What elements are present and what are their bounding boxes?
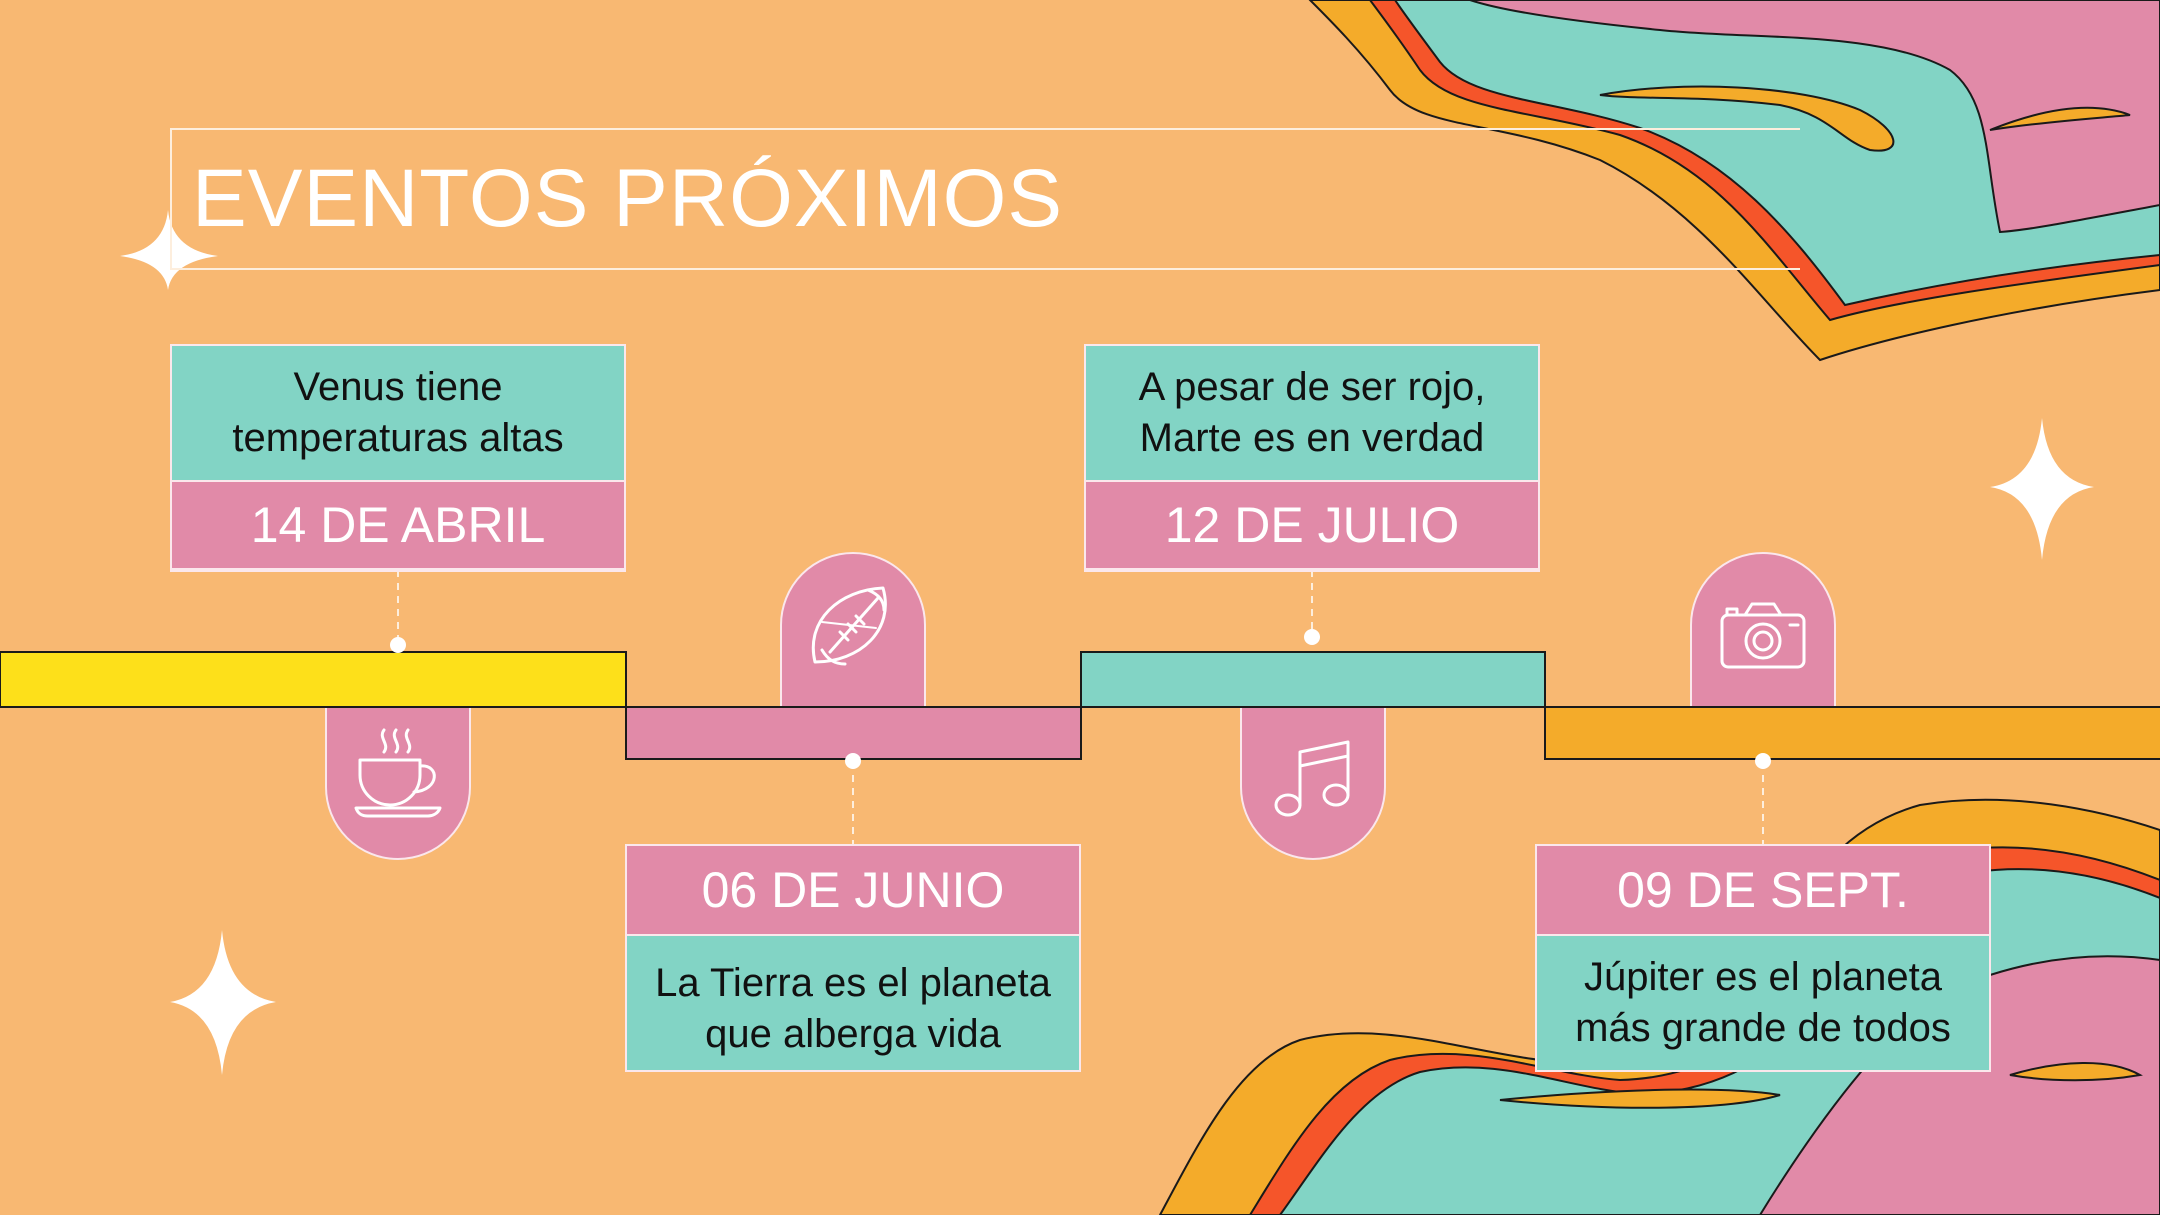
sparkle-icon [120,210,218,290]
event-card-4: 09 DE SEPT. Júpiter es el planeta más gr… [1535,844,1991,1072]
timeline-bar-3 [1080,651,1546,708]
event-description: Venus tiene temperaturas altas [172,346,624,480]
timeline-dot [845,753,861,769]
timeline-bar-4 [1544,706,2160,760]
event-date: 12 DE JULIO [1086,480,1538,570]
event-card-2: 06 DE JUNIO La Tierra es el planeta que … [625,844,1081,1072]
icon-tab-1 [325,706,471,860]
event-description: La Tierra es el planeta que alberga vida [627,936,1079,1070]
timeline-dot [1755,753,1771,769]
timeline-dot [1304,629,1320,645]
event-date: 06 DE JUNIO [627,846,1079,936]
event-date: 09 DE SEPT. [1537,846,1989,936]
sparkle-icon [170,930,276,1075]
football-icon [811,586,887,666]
camera-icon [1720,602,1806,669]
page-title: EVENTOS PRÓXIMOS [192,153,1064,244]
timeline-bar-2 [625,706,1082,760]
coffee-cup-icon [354,728,442,818]
title-frame [170,128,1800,270]
event-description: A pesar de ser rojo, Marte es en verdad [1086,346,1538,480]
event-description: Júpiter es el planeta más grande de todo… [1537,936,1989,1070]
music-note-icon [1274,740,1350,817]
timeline-dot [390,637,406,653]
event-card-3: A pesar de ser rojo, Marte es en verdad … [1084,344,1540,572]
timeline-bar-1 [0,651,627,708]
event-date: 14 DE ABRIL [172,480,624,570]
event-card-1: Venus tiene temperaturas altas 14 DE ABR… [170,344,626,572]
sparkle-icon [1990,418,2094,560]
icon-tab-4 [1690,552,1836,708]
icon-tab-3 [1240,706,1386,860]
